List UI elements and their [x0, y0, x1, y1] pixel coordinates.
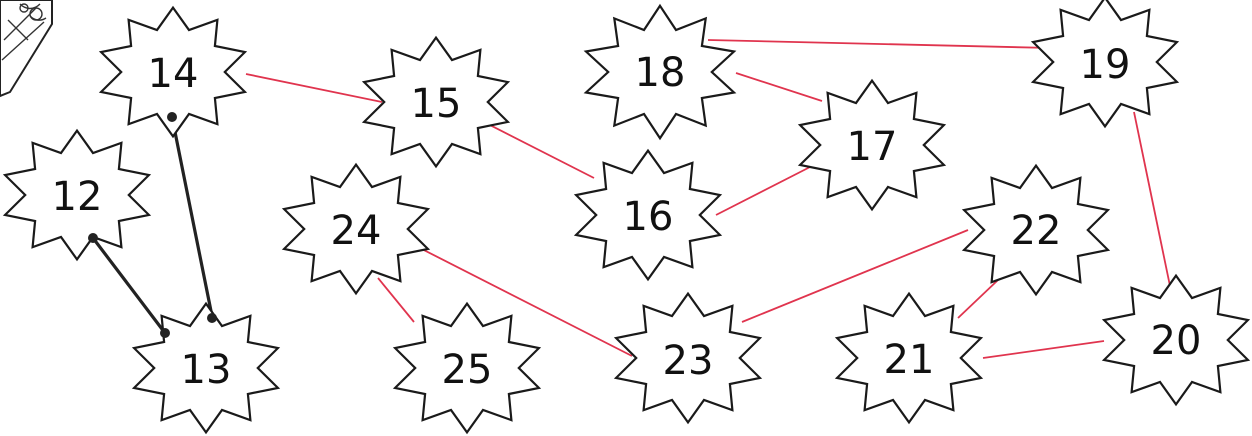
star-25-number: 25: [442, 347, 493, 393]
star-16-number: 16: [623, 194, 674, 240]
star-17-number: 17: [847, 124, 898, 170]
star-14-number: 14: [148, 51, 199, 97]
line-13-14: [172, 117, 212, 316]
dot-12[interactable]: [88, 233, 98, 243]
star-18-number: 18: [635, 50, 686, 96]
star-23[interactable]: 23: [616, 294, 760, 423]
star-18[interactable]: 18: [586, 6, 734, 138]
line-16-17: [716, 166, 812, 215]
star-19-number: 19: [1080, 42, 1131, 88]
star-17[interactable]: 17: [800, 81, 944, 210]
line-18-17: [736, 73, 822, 101]
star-24-number: 24: [331, 208, 382, 254]
star-13-number: 13: [181, 347, 232, 393]
star-15-number: 15: [411, 81, 462, 127]
star-19[interactable]: 19: [1033, 0, 1177, 126]
star-12[interactable]: 12: [5, 131, 149, 260]
star-20[interactable]: 20: [1104, 276, 1248, 405]
line-21-22: [958, 280, 998, 318]
corner-drawing-icon: [0, 0, 52, 96]
dot-13a[interactable]: [160, 328, 170, 338]
star-20-number: 20: [1151, 318, 1202, 364]
star-12-number: 12: [52, 174, 103, 220]
star-15[interactable]: 15: [364, 38, 508, 167]
dot-13b[interactable]: [207, 313, 217, 323]
line-12-13: [93, 238, 165, 333]
star-21-number: 21: [884, 337, 935, 383]
line-15-16: [484, 122, 594, 178]
star-25[interactable]: 25: [395, 304, 539, 433]
line-24-25: [378, 278, 414, 322]
line-18-19: [708, 40, 1052, 48]
star-22-number: 22: [1011, 208, 1062, 254]
star-22[interactable]: 22: [964, 166, 1108, 295]
line-19-20: [1134, 112, 1170, 286]
dot-14[interactable]: [167, 112, 177, 122]
star-16[interactable]: 16: [576, 151, 720, 280]
star-23-number: 23: [663, 338, 714, 384]
line-20-21: [983, 341, 1104, 358]
line-22-23: [742, 230, 968, 322]
star-21[interactable]: 21: [837, 294, 981, 423]
line-14-15: [246, 74, 382, 102]
star-24[interactable]: 24: [284, 165, 428, 294]
